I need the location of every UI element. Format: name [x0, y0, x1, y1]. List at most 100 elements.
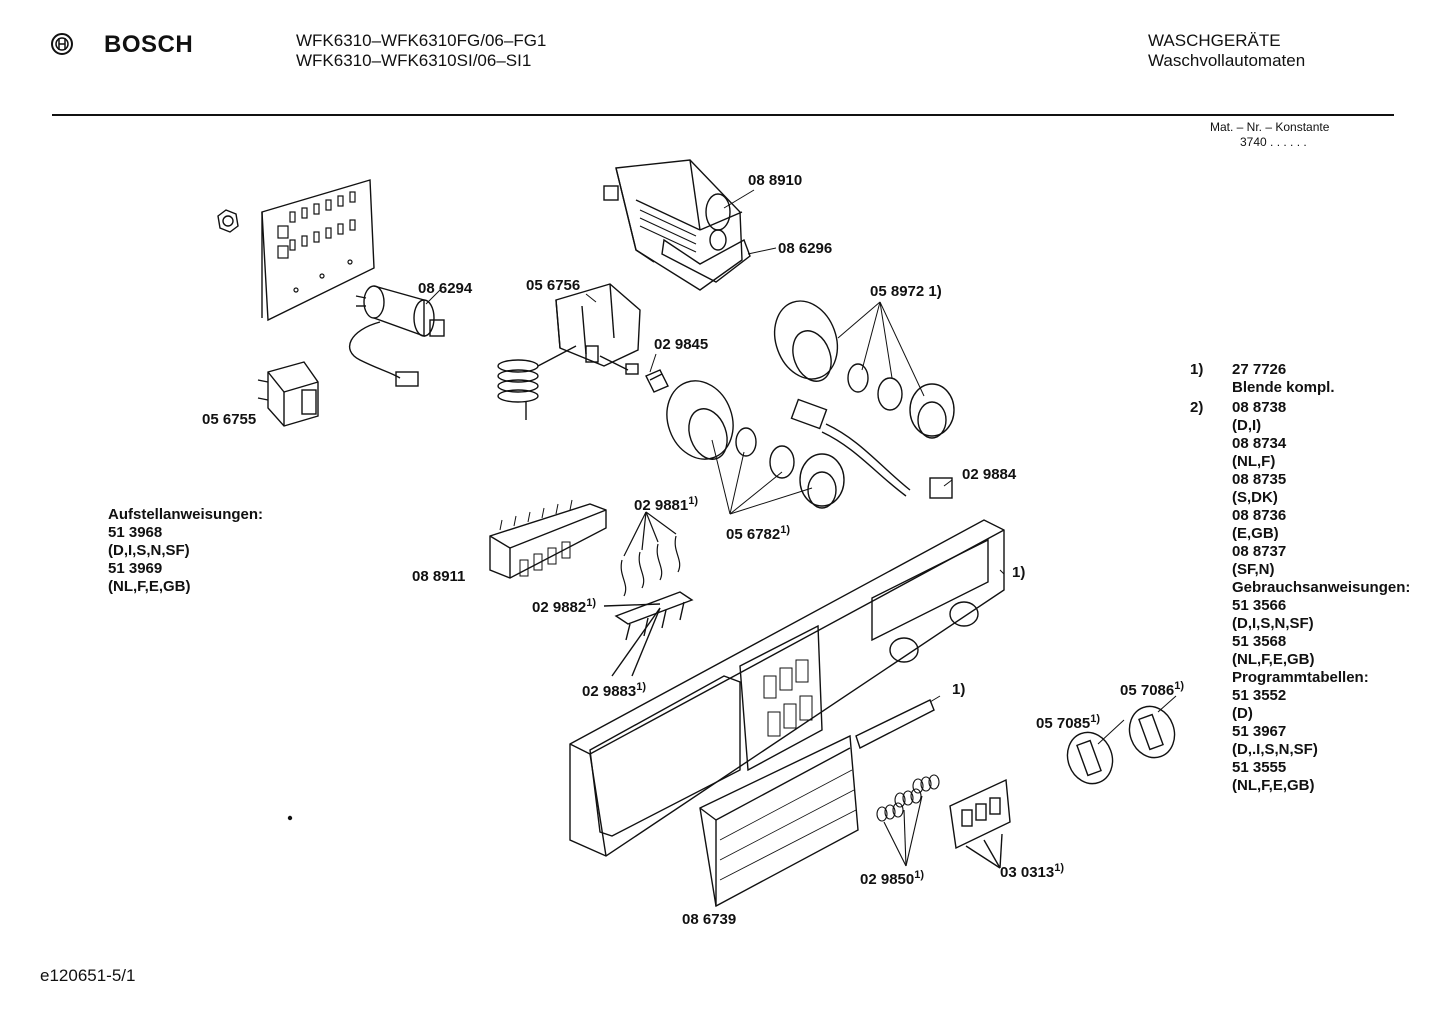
footnote-ref: 1)	[586, 597, 597, 609]
lever-plate	[603, 591, 694, 677]
part-label-086294: 08 6294	[418, 280, 473, 297]
model-line-1: WFK6310–WFK6310FG/06–FG1	[296, 31, 547, 50]
installation-title: Aufstellanweisungen:	[108, 506, 264, 523]
part-number: 05 7085	[1036, 715, 1091, 732]
knob-ring-upper	[773, 300, 955, 439]
part-label-029845: 02 9845	[654, 336, 709, 353]
note-line: (D)	[1232, 705, 1253, 722]
note-line: 51 3555	[1232, 759, 1287, 776]
footnote-ref: 1)	[914, 869, 925, 881]
note-line: (E,GB)	[1232, 525, 1279, 542]
brand-name: BOSCH	[104, 31, 194, 58]
header-rule	[52, 114, 1394, 116]
drawing-code: e120651-5/1	[40, 966, 136, 985]
installation-line: (D,I,S,N,SF)	[108, 542, 190, 559]
note-line: (D,I,S,N,SF)	[1232, 615, 1314, 632]
note-2: 08 8738 (D,I) 08 8734 (NL,F) 08 8735 (S,…	[1232, 399, 1410, 795]
part-label-057085: 05 70851)	[1036, 713, 1100, 732]
knob-ring-lower	[666, 380, 845, 509]
footnote-ref: 1)	[688, 495, 699, 507]
installation-instructions: Aufstellanweisungen: 51 3968 (D,I,S,N,SF…	[108, 506, 263, 596]
switch-block	[489, 499, 607, 579]
note-line: (SF,N)	[1232, 561, 1275, 578]
part-number: 05 8972	[870, 283, 925, 300]
note-2-marker: 2)	[1190, 399, 1204, 416]
mat-nr-label: Mat. – Nr. – Konstante	[1210, 120, 1330, 134]
installation-line: (NL,F,E,GB)	[108, 578, 191, 595]
note-line: 27 7726	[1232, 361, 1287, 378]
part-number: 02 9882	[532, 599, 587, 616]
note-line: Gebrauchsanweisungen:	[1232, 579, 1411, 596]
note-line: (D,.I,S,N,SF)	[1232, 741, 1318, 758]
part-label-029883: 02 98831)	[582, 681, 646, 700]
part-label-056755: 05 6755	[202, 411, 257, 428]
nut-icon	[217, 209, 239, 233]
part-label-029882: 02 98821)	[532, 597, 596, 616]
part-label-029884: 02 9884	[962, 466, 1017, 483]
bosch-logo-icon	[50, 32, 74, 61]
part-label-086296: 08 6296	[778, 240, 833, 257]
footnote-ref: 1)	[1090, 713, 1101, 725]
note-line: 51 3568	[1232, 633, 1287, 650]
part-label-030313: 03 03131)	[1000, 862, 1064, 881]
installation-line: 51 3969	[108, 560, 163, 577]
note-line: (NL,F)	[1232, 453, 1276, 470]
part-number: 02 9881	[634, 497, 689, 514]
capacitor	[348, 285, 445, 387]
note-line: 51 3967	[1232, 723, 1287, 740]
note-line: 51 3552	[1232, 687, 1287, 704]
part-number: 03 0313	[1000, 864, 1055, 881]
part-label-056756: 05 6756	[526, 277, 581, 294]
part-number: 02 9850	[860, 871, 915, 888]
note-line: 08 8734	[1232, 435, 1287, 452]
control-panel-housing	[569, 519, 1005, 857]
part-label-029850: 02 98501)	[860, 869, 924, 888]
note-line: (D,I)	[1232, 417, 1262, 434]
footnote-ref: 1)	[1174, 680, 1185, 692]
footnote-ref: 1)	[928, 283, 942, 300]
note-line: (S,DK)	[1232, 489, 1278, 506]
part-number: 05 7086	[1120, 682, 1175, 699]
selector-switch	[555, 283, 641, 375]
footnote-ref: 1)	[780, 524, 791, 536]
heater-coil	[497, 345, 577, 420]
installation-line: 51 3968	[108, 524, 163, 541]
part-label-058972: 05 8972 1)	[870, 283, 942, 300]
note-line: (NL,F,E,GB)	[1232, 777, 1315, 794]
program-timer	[603, 159, 751, 291]
part-label-029881: 02 98811)	[634, 495, 698, 514]
part-number: 02 9883	[582, 683, 637, 700]
panel-footnote-ref: 1)	[1012, 564, 1026, 581]
footnote-ref: 1)	[1054, 862, 1065, 874]
note-line: Programmtabellen:	[1232, 669, 1369, 686]
cover-strip	[855, 699, 935, 749]
part-number: 05 6782	[726, 526, 781, 543]
part-label-088911: 08 8911	[412, 568, 466, 585]
mounting-plate	[261, 179, 375, 322]
wiring-plug	[790, 398, 953, 499]
footnote-ref: 1)	[636, 681, 647, 693]
spring-contacts	[620, 511, 681, 597]
note-line: 51 3566	[1232, 597, 1287, 614]
category-subtitle: Waschvollautomaten	[1148, 51, 1306, 70]
coupler	[645, 369, 669, 393]
note-line: 08 8737	[1232, 543, 1287, 560]
note-line: 08 8736	[1232, 507, 1287, 524]
note-line: Blende kompl.	[1232, 379, 1335, 396]
transformer	[257, 361, 319, 427]
part-label-086739: 08 6739	[682, 911, 737, 928]
part-label-088910: 08 8910	[748, 172, 803, 189]
note-line: 08 8738	[1232, 399, 1287, 416]
compression-springs	[876, 774, 940, 867]
part-label-057086: 05 70861)	[1120, 680, 1184, 699]
model-line-2: WFK6310–WFK6310SI/06–SI1	[296, 51, 532, 70]
push-buttons	[949, 778, 1011, 869]
strip-footnote-ref: 1)	[952, 681, 966, 698]
knob-left	[1066, 731, 1114, 785]
knob-right	[1128, 705, 1176, 759]
category-title: WASCHGERÄTE	[1148, 31, 1281, 50]
note-1-marker: 1)	[1190, 361, 1204, 378]
leader-lines	[425, 189, 1177, 745]
part-label-056782: 05 67821)	[726, 524, 790, 543]
